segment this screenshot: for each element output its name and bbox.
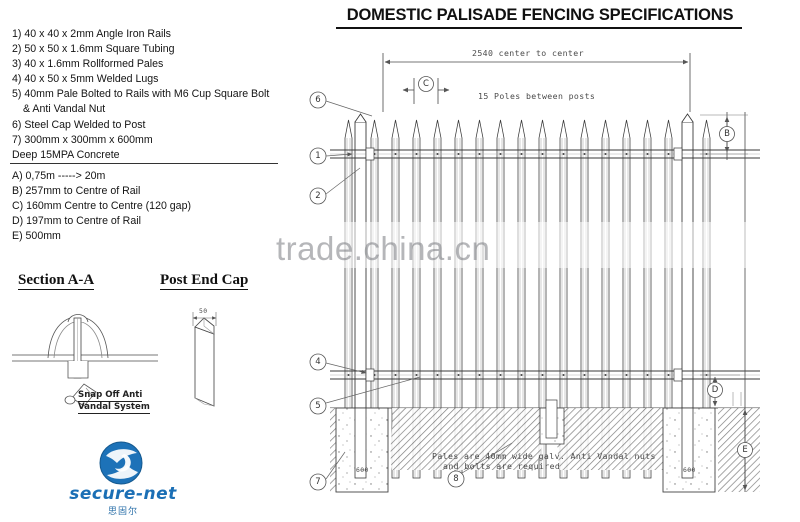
secure-net-mark-icon (99, 441, 143, 485)
dimension-legend: A) 0,75m -----> 20m B) 257mm to Centre o… (12, 169, 280, 244)
spec-item: & Anti Vandal Nut (23, 103, 106, 116)
snap-off-line1: Snap Off Anti (78, 390, 143, 402)
dimension-item: D) 197mm to Centre of Rail (12, 215, 141, 228)
callout-2: 2 (315, 191, 321, 201)
end-cap-width-label: 50 (199, 307, 208, 315)
legend-divider (10, 163, 278, 164)
specification-list: 1) 40 x 40 x 2mm Angle Iron Rails 2) 50 … (12, 27, 280, 163)
dimension-item: A) 0,75m -----> 20m (12, 170, 106, 182)
callout-6: 6 (315, 95, 321, 105)
spec-item: 3) 40 x 1.6mm Rollformed Pales (12, 58, 164, 71)
page-title: DOMESTIC PALISADE FENCING SPECIFICATIONS (346, 6, 734, 24)
spec-item: 4) 40 x 50 x 5mm Welded Lugs (12, 73, 159, 86)
callout-4: 4 (315, 357, 321, 367)
callout-1: 1 (315, 151, 321, 161)
snap-off-line2: Vandal System (78, 402, 150, 414)
spec-item: 2) 50 x 50 x 1.6mm Square Tubing (12, 43, 175, 56)
spec-item: 1) 40 x 40 x 2mm Angle Iron Rails (12, 28, 171, 40)
footing-note-line1: Pales are 40mm wide galv. Anti Vandal nu… (432, 451, 656, 461)
marker-e: E (742, 445, 748, 455)
logo-wordmark: secure-net (69, 484, 177, 504)
dimension-item: C) 160mm Centre to Centre (120 gap) (12, 200, 191, 213)
post-end-cap-heading: Post End Cap (160, 272, 249, 290)
marker-d: D (711, 385, 719, 395)
spec-item: 7) 300mm x 300mm x 600mm (12, 133, 153, 146)
dimension-item: E) 500mm (12, 230, 61, 243)
marker-b: B (724, 129, 730, 139)
callout-7: 7 (315, 477, 321, 487)
spec-item: 5) 40mm Pale Bolted to Rails with M6 Cup… (12, 88, 270, 101)
spec-item: Deep 15MPA Concrete (12, 148, 120, 161)
poles-between-posts-label: 15 Poles between posts (478, 91, 596, 101)
callout-5: 5 (315, 401, 321, 411)
snap-off-label: Snap Off Anti Vandal System (78, 390, 150, 414)
logo-subtitle: 思固尔 (107, 506, 138, 516)
footing-depth-right: 600 (683, 466, 696, 474)
top-dimension-label: 2540 center to center (472, 48, 584, 58)
company-logo: secure-net 思固尔 (48, 440, 198, 516)
dimension-item: B) 257mm to Centre of Rail (12, 185, 141, 198)
spec-item: 6) Steel Cap Welded to Post (12, 118, 146, 131)
marker-c: C (423, 79, 429, 89)
title-underline (336, 27, 742, 29)
section-aa-heading: Section A-A (18, 272, 95, 290)
callout-8: 8 (453, 474, 459, 484)
footing-note-line2: and bolts are required (443, 461, 561, 471)
footing-depth-left: 600 (356, 466, 369, 474)
